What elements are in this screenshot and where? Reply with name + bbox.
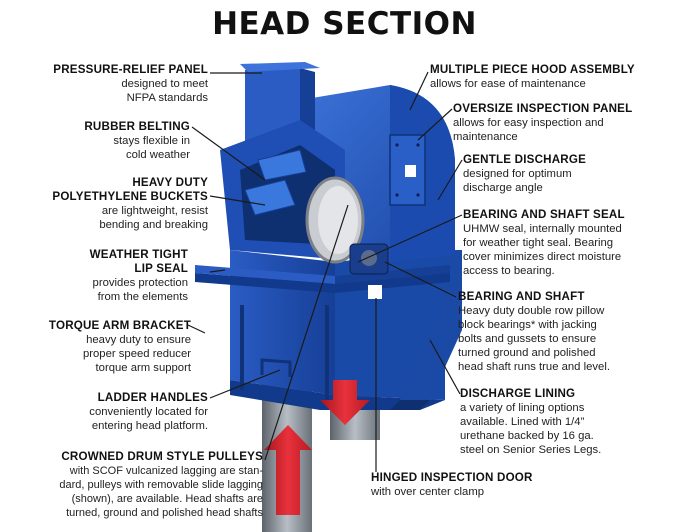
callout-text: with over center clamp — [371, 486, 485, 498]
callout-discharge-lining: DISCHARGE LINING a variety of lining opt… — [460, 387, 685, 457]
callout-hood: MULTIPLE PIECE HOOD ASSEMBLY allows for … — [430, 63, 685, 91]
callout-heading: CROWNED DRUM STYLE PULLEYS — [61, 450, 263, 463]
callout-text: allows for easy inspection and — [453, 117, 604, 129]
callout-bearing-shaft: BEARING AND SHAFT Heavy duty double row … — [458, 290, 687, 374]
ladder-handles — [260, 358, 292, 377]
callout-text: designed for optimum — [463, 168, 572, 180]
callout-gentle-discharge: GENTLE DISCHARGE designed for optimum di… — [463, 153, 685, 195]
callout-text: torque arm support — [95, 362, 191, 374]
callout-text: allows for ease of maintenance — [430, 78, 586, 90]
callout-text: head shaft runs true and level. — [458, 361, 610, 373]
callout-heading: RUBBER BELTING — [84, 120, 190, 133]
flow-arrows — [264, 380, 370, 515]
callout-text: Heavy duty double row pillow — [458, 305, 605, 317]
callout-text: designed to meet — [121, 78, 208, 90]
callout-text: bolts and gussets to ensure — [458, 333, 597, 345]
callout-text: proper speed reducer — [82, 348, 191, 360]
callout-ladder-handles: LADDER HANDLES conveniently located for … — [0, 391, 208, 433]
callout-text: stays flexible in — [113, 135, 190, 147]
callout-heading: OVERSIZE INSPECTION PANEL — [453, 102, 633, 115]
callout-heading: DISCHARGE LINING — [460, 387, 576, 400]
callout-inspection-panel: OVERSIZE INSPECTION PANEL allows for eas… — [453, 102, 685, 144]
callout-text: block bearings* with jacking — [458, 319, 597, 331]
callout-text: from the elements — [97, 291, 188, 303]
callout-heading: BEARING AND SHAFT — [458, 290, 585, 303]
callout-heading: TORQUE ARM BRACKET — [48, 319, 191, 332]
callout-text: cold weather — [125, 149, 190, 161]
callout-pressure-relief: PRESSURE-RELIEF PANEL designed to meet N… — [0, 63, 208, 105]
callout-text: are lightweight, resist — [101, 205, 208, 217]
callout-text: for weather tight seal. Bearing — [463, 237, 614, 249]
callout-heading: PRESSURE-RELIEF PANEL — [53, 63, 208, 76]
bearing-block — [349, 243, 389, 299]
callout-rubber-belting: RUBBER BELTING stays flexible in cold we… — [0, 120, 190, 162]
discharge-spout — [390, 250, 462, 410]
callout-buckets: HEAVY DUTY POLYETHYLENE BUCKETS are ligh… — [0, 176, 208, 232]
callout-text: (shown), are available. Head shafts are — [71, 493, 263, 505]
head-cutaway — [220, 120, 365, 264]
callout-text: available. Lined with 1/4” — [460, 416, 585, 428]
callout-text: NFPA standards — [126, 92, 208, 104]
callout-heading: GENTLE DISCHARGE — [463, 153, 587, 166]
callout-heading: MULTIPLE PIECE HOOD ASSEMBLY — [430, 63, 635, 76]
callout-heading: LADDER HANDLES — [97, 391, 208, 404]
callout-text: bending and breaking — [99, 219, 208, 231]
callout-heading: LIP SEAL — [134, 262, 188, 275]
callout-text: conveniently located for — [89, 406, 208, 418]
callout-text: access to bearing. — [463, 265, 555, 277]
callout-heading: HINGED INSPECTION DOOR — [371, 471, 533, 484]
callout-text: steel on Senior Series Legs. — [460, 444, 602, 456]
callout-heading: HEAVY DUTY — [132, 176, 208, 189]
callout-lip-seal: WEATHER TIGHT LIP SEAL provides protecti… — [0, 248, 188, 304]
callout-heading: WEATHER TIGHT — [89, 248, 188, 261]
lip-seal-platform — [195, 265, 450, 293]
callout-text: maintenance — [453, 131, 518, 143]
callout-torque-arm: TORQUE ARM BRACKET heavy duty to ensure … — [0, 319, 191, 375]
callout-text: UHMW seal, internally mounted — [463, 223, 622, 235]
callout-pulleys: CROWNED DRUM STYLE PULLEYS with SCOF vul… — [1, 450, 263, 520]
page-title: HEAD SECTION — [212, 6, 477, 42]
callout-heading: BEARING AND SHAFT SEAL — [463, 208, 625, 221]
callout-text: discharge angle — [463, 182, 543, 194]
leader-lines — [187, 71, 463, 472]
callout-text: provides protection — [92, 277, 188, 289]
callout-text: with SCOF vulcanized lagging are stan- — [69, 465, 263, 477]
callout-text: dard, pulleys with removable slide laggi… — [59, 479, 263, 491]
callout-text: heavy duty to ensure — [86, 334, 191, 346]
callout-hinged-door: HINGED INSPECTION DOOR with over center … — [371, 471, 601, 499]
callout-text: a variety of lining options — [460, 402, 585, 414]
callout-text: turned, ground and polished head shafts — [66, 507, 263, 519]
callout-bearing-seal: BEARING AND SHAFT SEAL UHMW seal, intern… — [463, 208, 687, 278]
callout-text: cover minimizes direct moisture — [463, 251, 622, 263]
callout-text: turned ground and polished — [458, 347, 596, 359]
callout-text: urethane backed by 16 ga. — [460, 430, 594, 442]
callout-heading: POLYETHYLENE BUCKETS — [52, 190, 208, 203]
callout-text: entering head platform. — [91, 420, 208, 432]
